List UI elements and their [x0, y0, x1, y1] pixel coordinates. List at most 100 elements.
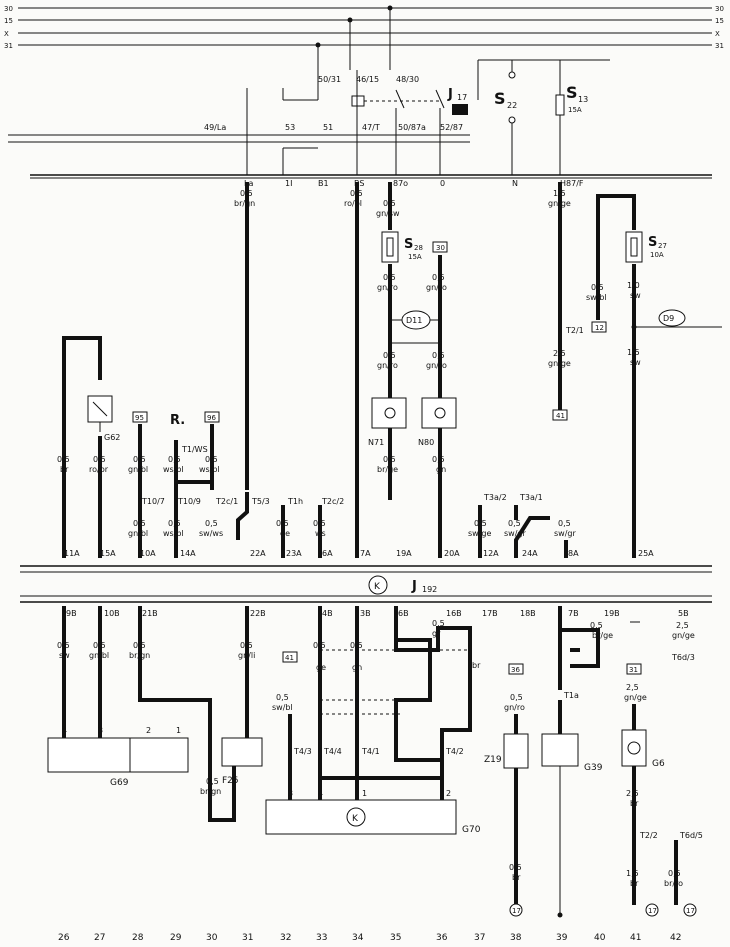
wire-gauge: 0,5 — [432, 619, 445, 628]
wire-color: gn/ro — [426, 361, 447, 370]
d11-label: D11 — [406, 316, 422, 325]
r-label: R. — [170, 413, 185, 428]
column-number: 32 — [280, 933, 291, 943]
ref-box: 31 — [629, 666, 638, 674]
wire-gauge: 1,5 — [553, 189, 566, 198]
ref-box: 12 — [595, 324, 604, 332]
ref-circle: 17 — [648, 907, 657, 915]
bus-pin: 10B — [104, 609, 120, 618]
wire-gauge: 1,5 — [626, 869, 639, 878]
column-number: 42 — [670, 933, 681, 943]
wire-gauge: 2,5 — [676, 621, 689, 630]
bus-pin: 17B — [482, 609, 498, 618]
relay-lower-term: 52/87 — [440, 123, 463, 132]
control-unit-bus: 11A 15A 10A 14A 22A 23A 6A 7A 19A 20A 12… — [20, 549, 712, 618]
top-term: 0 — [440, 179, 445, 188]
pin: 2 — [446, 789, 451, 798]
wire-gauge: 0,5 — [240, 189, 253, 198]
connector-label: T6d/3 — [671, 653, 695, 662]
wire-gauge: 0,5 — [591, 283, 604, 292]
rail-label-left: 30 — [4, 5, 13, 13]
bus-pin: 7A — [360, 549, 371, 558]
wire-color: sw — [59, 651, 70, 660]
top-term: 1I — [285, 179, 292, 188]
relay-sub: 17 — [457, 93, 467, 102]
s27-sub: 27 — [658, 242, 667, 250]
wire-gauge: 0,5 — [133, 455, 146, 464]
rail-label-left: 31 — [4, 42, 13, 50]
wire-color: sw/ws — [199, 529, 223, 538]
bus-sub: 192 — [422, 585, 437, 594]
wire-gauge: 0,5 — [510, 693, 523, 702]
wire-gauge: 0,5 — [432, 455, 445, 464]
wire-gauge: 0,5 — [313, 641, 326, 650]
rail-label-left: X — [4, 30, 9, 38]
g69-label: G69 — [110, 778, 129, 788]
g62-label: G62 — [104, 433, 120, 442]
wire-gauge: 0,5 — [276, 693, 289, 702]
g39-label: G39 — [584, 763, 603, 773]
wire-gauge: 0,5 — [57, 641, 70, 650]
bus-pin: 12A — [483, 549, 499, 558]
wire-gauge: 0,5 — [240, 641, 253, 650]
switch-s22-s13: S 22 S 13 15A — [477, 59, 610, 175]
wire-color: br/gn — [129, 651, 150, 660]
connector-label: T3a/2 — [483, 493, 507, 502]
column-number: 27 — [94, 933, 105, 943]
wire-color: ro/br — [89, 465, 109, 474]
s13-label: S — [566, 83, 578, 102]
wire-color: sw/gr — [504, 529, 526, 538]
column-number: 26 — [58, 933, 70, 943]
bus-pin: 4B — [322, 609, 333, 618]
column-numbers: 26 27 28 29 30 31 32 33 34 35 36 37 38 3… — [58, 933, 681, 943]
sensor-g62 — [87, 395, 113, 423]
wire-gauge: 0,5 — [383, 351, 396, 360]
wire-gauge: 0,5 — [383, 273, 396, 282]
d9-connector — [658, 309, 686, 327]
bus-pin: 19A — [396, 549, 412, 558]
ref-circle: 17 — [512, 907, 521, 915]
column-number: 35 — [390, 933, 401, 943]
bus-pin: 18B — [520, 609, 536, 618]
bus-pin: 3B — [360, 609, 371, 618]
connector-label: T1a — [563, 691, 579, 700]
top-term: BS — [354, 179, 364, 188]
heater-z19 — [503, 733, 529, 769]
wire-gauge: 0,5 — [93, 641, 106, 650]
wire-color: gn/ro — [377, 361, 398, 370]
relay-lower-term: 47/T — [362, 123, 380, 132]
rail-label-right: 30 — [715, 5, 724, 13]
wire-gauge: 1,0 — [627, 281, 640, 290]
bus-pin: 6A — [322, 549, 333, 558]
ref-box: 96 — [207, 414, 216, 422]
s28-rating: 15A — [408, 253, 422, 261]
wire-color: br — [472, 661, 481, 670]
pin: 1 — [176, 726, 181, 735]
wire-color: gn/ge — [548, 199, 571, 208]
bus-pin: 14A — [180, 549, 196, 558]
s28-sub: 28 — [414, 244, 423, 252]
ref-box: 41 — [556, 412, 565, 420]
bus-pin: 20A — [444, 549, 460, 558]
wire-gauge: 0,5 — [558, 519, 571, 528]
wire-gauge: 0,5 — [133, 641, 146, 650]
connector-label: T5/3 — [251, 497, 270, 506]
wire-color: ws/bl — [163, 529, 184, 538]
bottom-section: 0,5 sw 0,5 gn/bl 0,5 br/gn 0,5 gn/li 0,5… — [47, 606, 703, 918]
z19-label: Z19 — [484, 755, 502, 765]
power-rails: 30 15 X 31 30 15 X 31 — [4, 5, 724, 50]
d9-label: D9 — [663, 314, 674, 323]
s22-sub: 22 — [507, 101, 517, 110]
wire-gauge: 0,5 — [168, 519, 181, 528]
g6-label: G6 — [652, 759, 665, 769]
sensor-g39 — [541, 733, 579, 767]
rail-label-right: 31 — [715, 42, 724, 50]
ref-box: 36 — [511, 666, 520, 674]
rail-label-right: 15 — [715, 17, 724, 25]
wire-gauge: 0,5 — [57, 455, 70, 464]
wire-gauge: 2,5 — [553, 349, 566, 358]
s13-rating: 15A — [568, 106, 582, 114]
relay-lower-term: 51 — [323, 123, 333, 132]
top-term: B1 — [318, 179, 329, 188]
